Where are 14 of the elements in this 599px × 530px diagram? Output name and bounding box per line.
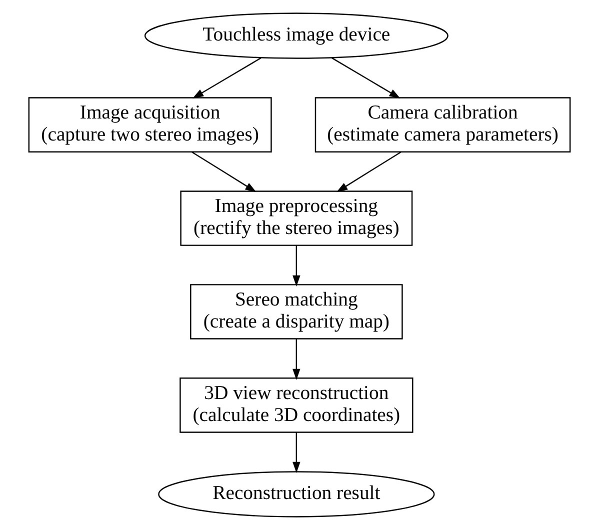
- node-ellipse: Touchless image device: [144, 12, 448, 59]
- arrow: [332, 57, 400, 98]
- node-box: Camera calibration (estimate camera parameters): [314, 97, 571, 152]
- node-ellipse: Reconstruction result: [158, 471, 435, 518]
- node-box: Image preprocessing (rectify the stereo images): [180, 190, 413, 246]
- node-box: 3D view reconstruction (calculate 3D coordinates): [180, 378, 414, 433]
- arrow: [292, 338, 300, 380]
- node-box: Sereo matching (create a disparity map): [190, 284, 403, 340]
- arrow: [191, 151, 256, 192]
- node-box: Image acquisition (capture two stereo images): [28, 97, 272, 152]
- arrow: [292, 245, 300, 286]
- arrow: [336, 151, 402, 192]
- arrow: [292, 432, 300, 473]
- arrow: [192, 57, 262, 98]
